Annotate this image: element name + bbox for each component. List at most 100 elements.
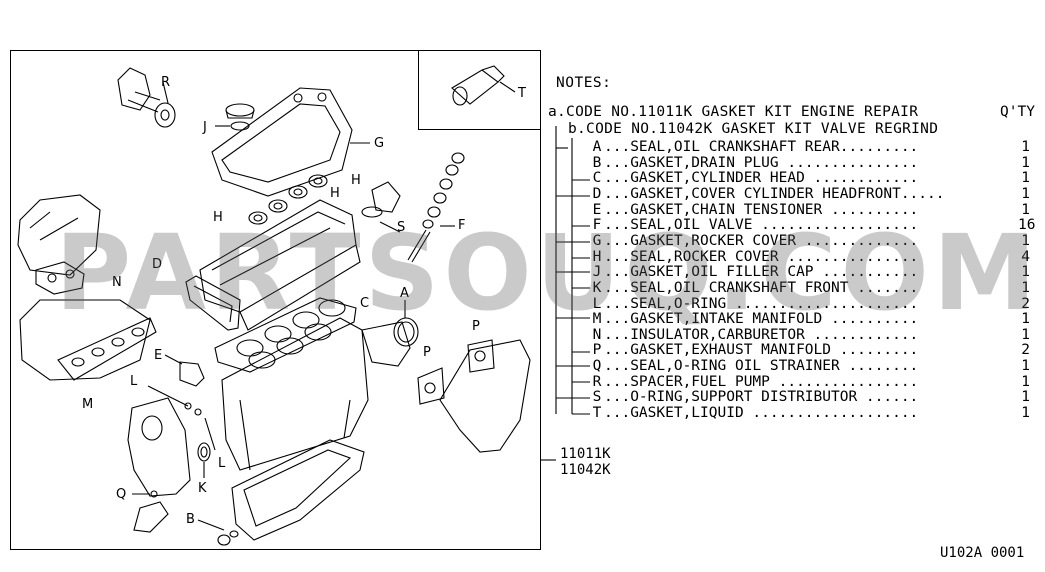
callout-h-3: H <box>213 210 223 225</box>
part-leader: ... <box>604 233 631 249</box>
part-description: SEAL,OIL CRANKSHAFT FRONT ....... <box>630 280 919 296</box>
part-leader: ... <box>604 374 631 390</box>
part-quantity: 1 <box>1021 186 1030 202</box>
part-row: S...O-RING,SUPPORT DISTRIBUTOR ...... <box>590 389 919 405</box>
code-a-line: a.CODE NO.11011K GASKET KIT ENGINE REPAI… <box>548 104 919 120</box>
part-row: R...SPACER,FUEL PUMP ................ <box>590 374 919 390</box>
part-leader: ... <box>604 280 631 296</box>
part-row: T...GASKET,LIQUID ................... <box>590 405 919 421</box>
part-row: L...SEAL,O-RING ..................... <box>590 296 919 312</box>
callout-m: M <box>82 397 94 412</box>
part-leader: ... <box>604 155 631 171</box>
callout-k: K <box>198 481 207 496</box>
part-letter: E <box>592 202 602 218</box>
part-quantity: 1 <box>1021 233 1030 249</box>
part-letter: C <box>592 170 602 186</box>
part-leader: ... <box>604 296 631 312</box>
part-letter: D <box>592 186 602 202</box>
part-quantity: 1 <box>1021 311 1030 327</box>
part-description: GASKET,COVER CYLINDER HEADFRONT..... <box>630 186 945 202</box>
notes-title: NOTES: <box>556 75 612 91</box>
part-letter: A <box>592 139 602 155</box>
part-leader: ... <box>604 217 631 233</box>
part-leader: ... <box>604 249 631 265</box>
part-letter: K <box>592 280 602 296</box>
part-row: K...SEAL,OIL CRANKSHAFT FRONT ....... <box>590 280 919 296</box>
diagram-frame <box>10 50 541 550</box>
part-quantity: 16 <box>1018 217 1036 233</box>
callout-p-2: P <box>423 345 431 360</box>
part-description: GASKET,INTAKE MANIFOLD .......... <box>630 311 919 327</box>
part-quantity: 1 <box>1021 358 1030 374</box>
part-leader: ... <box>604 358 631 374</box>
exhaust-manifold-icon <box>417 339 531 453</box>
part-leader: ... <box>604 264 631 280</box>
kit-number-valve: 11042K <box>560 462 611 478</box>
part-row: B...GASKET,DRAIN PLUG ............... <box>590 155 919 171</box>
callout-e: E <box>154 348 163 363</box>
callout-t: T <box>518 86 526 101</box>
part-letter: N <box>592 327 602 343</box>
part-description: GASKET,LIQUID ................... <box>630 405 919 421</box>
part-leader: ... <box>604 170 631 186</box>
part-letter: Q <box>592 358 602 374</box>
rear-crank-seal-icon <box>361 300 419 367</box>
part-description: GASKET,EXHAUST MANIFOLD ......... <box>630 342 919 358</box>
part-row: A...SEAL,OIL CRANKSHAFT REAR......... <box>590 139 919 155</box>
distributor-support-icon <box>361 181 401 233</box>
part-letter: H <box>592 249 602 265</box>
part-leader: ... <box>604 405 631 421</box>
part-quantity: 1 <box>1021 405 1030 421</box>
callout-n: N <box>112 275 122 290</box>
callout-g: G <box>374 136 385 151</box>
part-description: GASKET,DRAIN PLUG ............... <box>630 155 919 171</box>
callout-s: S <box>397 220 406 235</box>
part-description: SEAL,O-RING ..................... <box>630 296 919 312</box>
part-quantity: 1 <box>1021 374 1030 390</box>
chain-tensioner-icon <box>164 354 205 387</box>
part-quantity: 1 <box>1021 139 1030 155</box>
part-description: INSULATOR,CARBURETOR ............ <box>630 327 919 343</box>
part-quantity: 1 <box>1021 170 1030 186</box>
callout-b: B <box>186 512 195 527</box>
part-quantity: 1 <box>1021 264 1030 280</box>
intake-manifold-icon <box>19 299 157 381</box>
part-row: H...SEAL,ROCKER COVER ............... <box>590 249 919 265</box>
part-row: G...GASKET,ROCKER COVER ............. <box>590 233 919 249</box>
oil-strainer-icon <box>132 490 169 533</box>
part-letter: S <box>592 389 602 405</box>
part-row: F...SEAL,OIL VALVE .................. <box>590 217 919 233</box>
o-ring-icon <box>147 385 216 451</box>
part-description: SPACER,FUEL PUMP ................ <box>630 374 919 390</box>
qty-header: Q'TY <box>1000 104 1035 120</box>
part-quantity: 1 <box>1021 280 1030 296</box>
part-letter: L <box>592 296 602 312</box>
part-leader: ... <box>604 327 631 343</box>
part-row: P...GASKET,EXHAUST MANIFOLD ......... <box>590 342 919 358</box>
part-quantity: 2 <box>1021 296 1030 312</box>
part-description: GASKET,CHAIN TENSIONER .......... <box>630 202 919 218</box>
callout-l-2: L <box>218 456 226 471</box>
code-b-line: b.CODE NO.11042K GASKET KIT VALVE REGRIN… <box>568 121 939 137</box>
part-letter: B <box>592 155 602 171</box>
callout-f: F <box>458 218 466 233</box>
valve-icon <box>407 152 465 263</box>
timing-cover-icon <box>17 194 101 276</box>
part-quantity: 1 <box>1021 327 1030 343</box>
part-row: E...GASKET,CHAIN TENSIONER .......... <box>590 202 919 218</box>
callout-p-1: P <box>472 319 480 334</box>
part-quantity: 1 <box>1021 389 1030 405</box>
callout-d: D <box>152 257 163 272</box>
rocker-seal-icon <box>248 174 328 225</box>
diagram-id: U102A 0001 <box>940 545 1025 561</box>
part-leader: ... <box>604 389 631 405</box>
head-gasket-icon <box>214 297 357 373</box>
part-description: GASKET,OIL FILLER CAP ........... <box>630 264 919 280</box>
part-row: J...GASKET,OIL FILLER CAP ........... <box>590 264 919 280</box>
kit-number-engine: 11011K <box>560 446 611 462</box>
part-description: SEAL,OIL CRANKSHAFT REAR......... <box>630 139 919 155</box>
engine-block-icon <box>221 317 369 471</box>
part-leader: ... <box>604 311 631 327</box>
callout-h-1: H <box>351 173 361 188</box>
part-letter: F <box>592 217 602 233</box>
